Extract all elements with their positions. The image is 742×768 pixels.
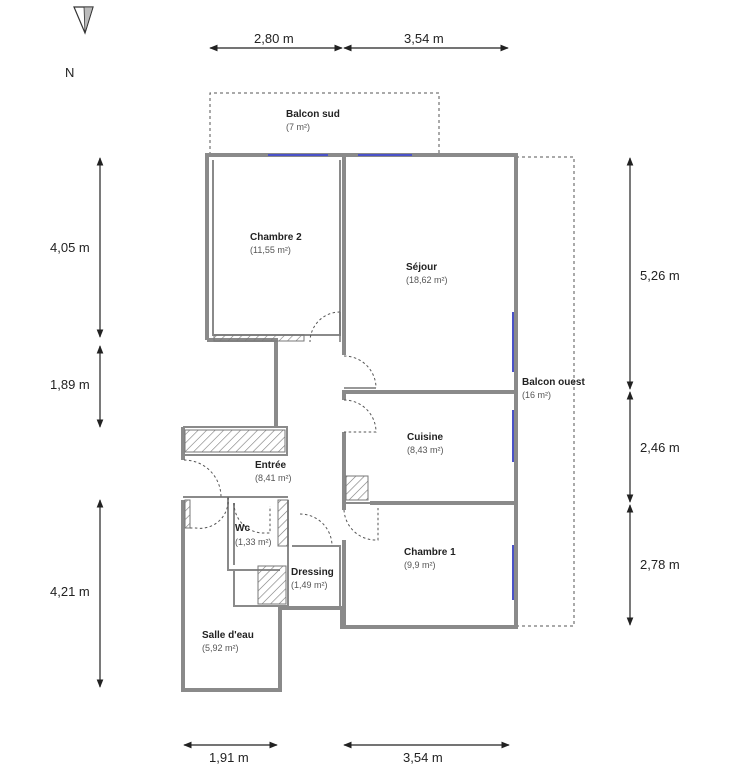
room-area-entree: (8,41 m²)	[255, 473, 292, 483]
hatch-entree-closet	[184, 429, 286, 453]
hatch-dressing-closet	[257, 565, 287, 605]
dim-right-mid: 2,46 m	[640, 440, 680, 455]
dim-right-bottom: 2,78 m	[640, 557, 680, 572]
hatch-salle-eau-strip	[184, 499, 191, 529]
room-name-wc: Wc	[235, 523, 250, 534]
balcon-sud-outline	[209, 92, 440, 155]
room-name-balcon-ouest: Balcon ouest	[522, 377, 585, 388]
north-arrow-icon	[73, 6, 94, 35]
room-area-cuisine: (8,43 m²)	[407, 445, 444, 455]
dim-left-mid: 1,89 m	[50, 377, 90, 392]
room-area-wc: (1,33 m²)	[235, 537, 272, 547]
dim-right-top: 5,26 m	[640, 268, 680, 283]
room-name-balcon-sud: Balcon sud	[286, 109, 340, 120]
north-label: N	[65, 65, 74, 80]
room-name-chambre2: Chambre 2	[250, 232, 302, 243]
dim-left-top: 4,05 m	[50, 240, 90, 255]
outer-walls	[181, 153, 518, 692]
room-area-sejour: (18,62 m²)	[406, 275, 448, 285]
room-area-balcon-sud: (7 m²)	[286, 122, 310, 132]
hatch-chambre2-closet	[213, 334, 305, 342]
dimension-lines	[96, 44, 634, 749]
room-area-chambre2: (11,55 m²)	[250, 245, 291, 255]
room-name-cuisine: Cuisine	[407, 432, 444, 443]
hatch-wc-duct	[277, 499, 289, 547]
room-name-sejour: Séjour	[406, 262, 437, 273]
room-name-dressing: Dressing	[291, 567, 334, 578]
dim-left-bottom: 4,21 m	[50, 584, 90, 599]
windows	[268, 154, 514, 600]
room-name-entree: Entrée	[255, 460, 287, 471]
dim-bottom-right: 3,54 m	[403, 750, 443, 765]
room-area-dressing: (1,49 m²)	[291, 580, 328, 590]
doors	[183, 311, 379, 547]
room-area-salle-eau: (5,92 m²)	[202, 643, 239, 653]
room-area-balcon-ouest: (16 m²)	[522, 390, 551, 400]
interior-walls	[183, 155, 516, 627]
room-name-salle-eau: Salle d'eau	[202, 630, 254, 641]
dim-top-right: 3,54 m	[404, 31, 444, 46]
dim-bottom-left: 1,91 m	[209, 750, 249, 765]
dim-top-left: 2,80 m	[254, 31, 294, 46]
room-area-chambre1: (9,9 m²)	[404, 560, 436, 570]
room-name-chambre1: Chambre 1	[404, 547, 456, 558]
hatch-cuisine-shaft	[345, 475, 369, 501]
